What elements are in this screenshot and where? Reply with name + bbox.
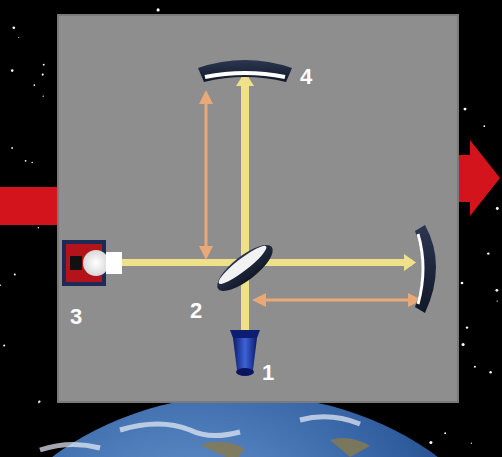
star xyxy=(461,282,464,285)
star xyxy=(483,125,485,127)
detector xyxy=(230,330,260,338)
star xyxy=(157,8,160,11)
callout-number: 2 xyxy=(190,300,202,322)
star xyxy=(11,69,14,72)
star xyxy=(462,343,465,346)
star xyxy=(3,345,5,347)
light-beam xyxy=(241,76,249,332)
mirror-surface xyxy=(205,73,285,77)
star xyxy=(12,26,15,29)
mirror xyxy=(415,225,436,313)
lamp-bulb xyxy=(83,250,109,276)
star xyxy=(25,160,27,162)
star xyxy=(444,432,446,434)
motion-arrow xyxy=(458,140,500,216)
mirror xyxy=(198,60,292,82)
distance-arrow xyxy=(199,90,422,307)
earth-clouds xyxy=(40,417,360,450)
star xyxy=(497,300,498,301)
detector-lens xyxy=(236,368,254,376)
star xyxy=(471,443,472,444)
star xyxy=(0,285,1,286)
star xyxy=(474,366,476,368)
apparatus-panel xyxy=(58,15,458,402)
callout-number: 3 xyxy=(70,306,82,328)
earth-land xyxy=(200,438,370,457)
lamp-base xyxy=(70,256,82,270)
star xyxy=(42,74,44,76)
callout-number: 1 xyxy=(262,362,274,384)
beam-splitter xyxy=(211,238,279,299)
lamp-window xyxy=(106,252,122,274)
earth xyxy=(0,395,502,457)
star xyxy=(18,37,19,38)
panel-edge xyxy=(58,15,458,402)
star xyxy=(429,441,432,444)
star xyxy=(464,108,467,111)
star xyxy=(31,162,33,164)
star xyxy=(496,207,499,210)
star xyxy=(14,273,16,275)
beam-arrowhead xyxy=(404,254,416,271)
stars xyxy=(0,8,499,451)
star xyxy=(38,402,39,403)
star xyxy=(38,400,40,402)
star xyxy=(489,371,491,373)
star xyxy=(43,64,45,66)
motion-arrow xyxy=(0,187,58,225)
star xyxy=(11,147,13,149)
star xyxy=(33,84,35,86)
detector xyxy=(233,338,257,373)
star xyxy=(495,289,498,292)
star xyxy=(43,96,44,97)
star xyxy=(38,227,40,229)
star xyxy=(466,326,468,328)
callout-number: 4 xyxy=(300,66,312,88)
mirror-surface xyxy=(418,234,423,304)
star xyxy=(487,252,489,254)
